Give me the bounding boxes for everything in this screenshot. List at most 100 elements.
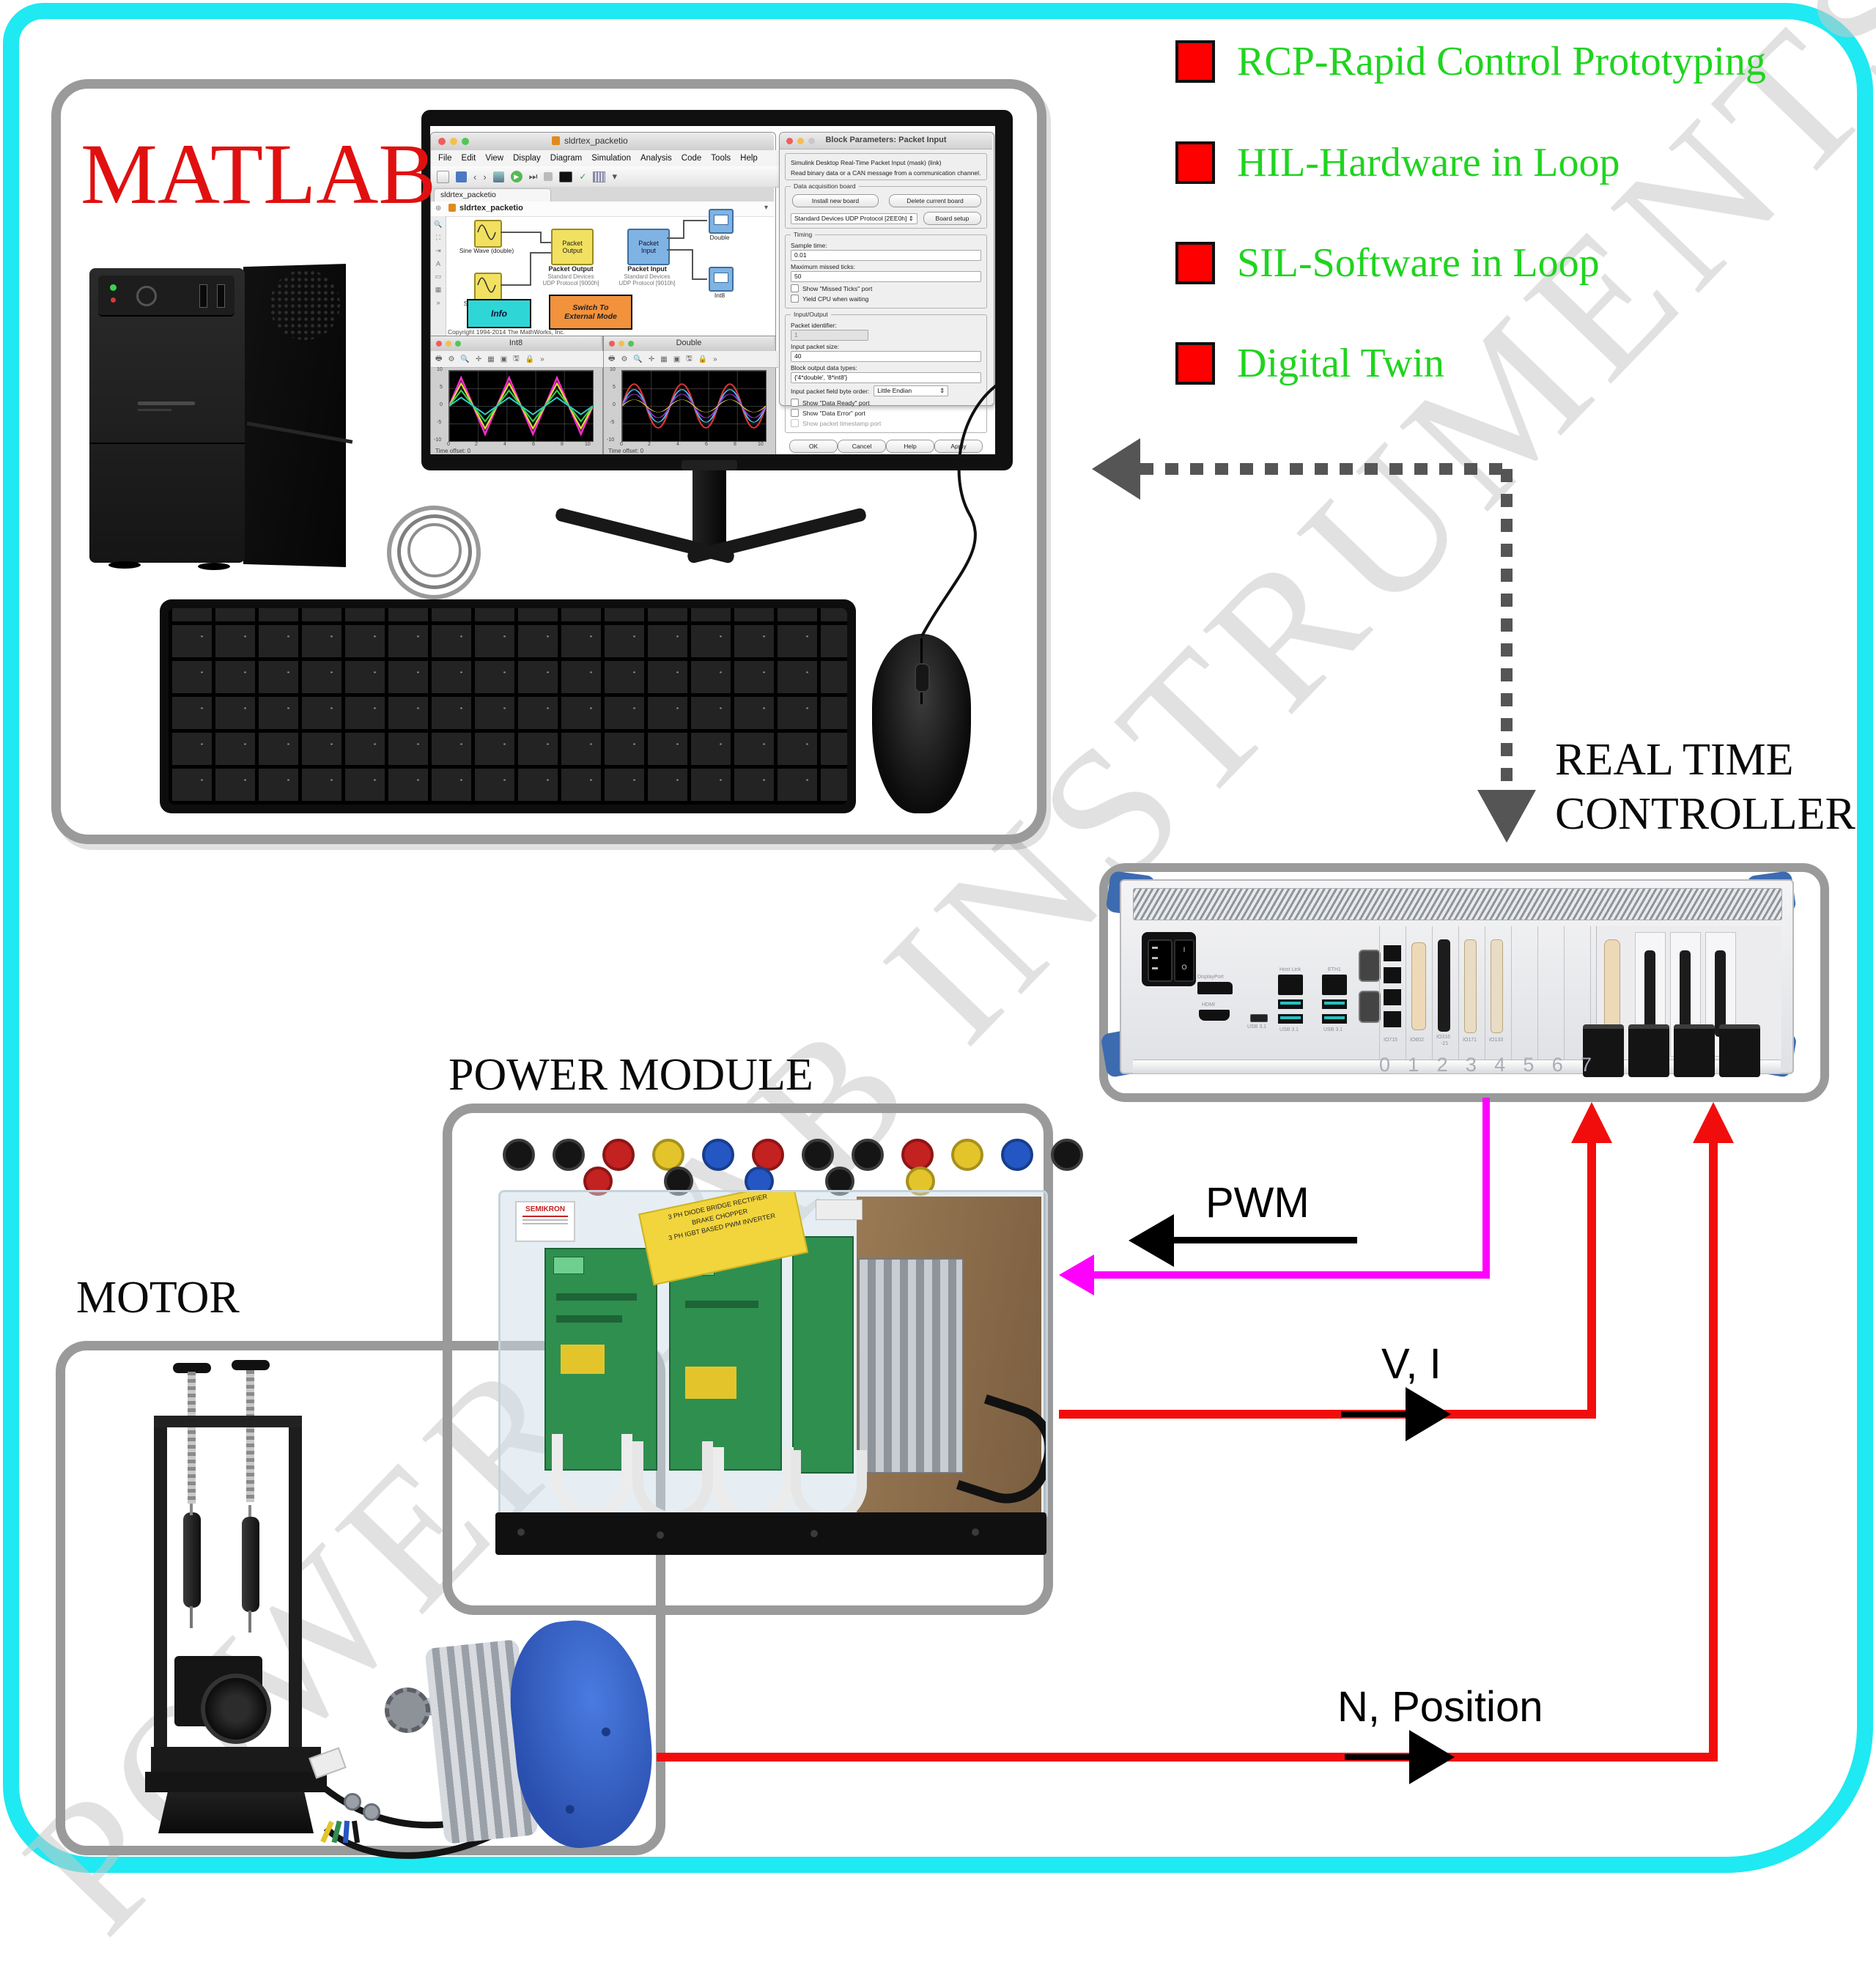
zoom-icon[interactable]: 🔍 (460, 355, 470, 363)
close-icon[interactable] (436, 341, 442, 347)
chevron-down-icon[interactable]: ▾ (764, 204, 768, 212)
camera-icon[interactable]: ▦ (435, 286, 442, 293)
ok-button[interactable]: OK (789, 440, 838, 453)
more-icon[interactable]: » (713, 355, 717, 363)
delete-board-button[interactable]: Delete current board (889, 194, 981, 207)
zoom-icon[interactable]: 🔍 (633, 355, 643, 363)
menu-view[interactable]: View (485, 154, 504, 163)
menu-edit[interactable]: Edit (461, 154, 476, 163)
save-icon[interactable]: 🖫 (686, 354, 693, 363)
block-int8-display[interactable] (709, 267, 734, 292)
byte-order-select[interactable]: Little Endian⇕ (874, 385, 949, 396)
data-ready-checkbox[interactable]: Show "Data Ready" port (791, 399, 981, 407)
packet-size-input[interactable]: 40 (791, 351, 981, 362)
cancel-button[interactable]: Cancel (838, 440, 886, 453)
forward-icon[interactable]: › (483, 171, 487, 182)
stop-icon[interactable] (544, 172, 553, 181)
zoom-icon[interactable] (628, 341, 634, 347)
axes-icon[interactable]: ▦ (487, 355, 495, 363)
minimize-icon[interactable] (450, 138, 457, 145)
help-button[interactable]: Help (886, 440, 934, 453)
sample-time-input[interactable]: 0.01 (791, 250, 981, 261)
cursor-icon[interactable]: ✛ (648, 355, 655, 363)
checkbox-icon[interactable] (791, 295, 799, 303)
zoom-icon[interactable] (808, 138, 815, 144)
library-browser-icon[interactable] (492, 171, 504, 182)
build-icon[interactable] (593, 171, 606, 182)
signal-route-icon[interactable]: ⇥ (435, 247, 441, 254)
style-icon[interactable]: ▣ (500, 355, 508, 363)
keyboard[interactable] (160, 599, 856, 813)
run-icon[interactable]: ▶ (510, 171, 522, 182)
new-model-icon[interactable] (437, 170, 449, 183)
style-icon[interactable]: ▣ (673, 355, 681, 363)
area-icon[interactable]: ▭ (435, 273, 442, 280)
editor-titlebar[interactable]: sldrtex_packetio (431, 133, 774, 151)
minimize-icon[interactable] (618, 341, 624, 347)
more-icon[interactable]: » (540, 355, 544, 363)
show-missed-ticks-checkbox[interactable]: Show "Missed Ticks" port (791, 284, 981, 292)
menu-display[interactable]: Display (513, 154, 541, 163)
step-forward-icon[interactable]: ⏭ (528, 171, 538, 182)
scope-titlebar[interactable]: Int8 (431, 336, 601, 352)
save-icon[interactable]: 🖫 (513, 354, 520, 363)
zoom-tool-icon[interactable]: 🔍 (434, 221, 443, 228)
minimize-icon[interactable] (446, 341, 451, 347)
print-icon[interactable]: 🖶 (435, 354, 443, 363)
menu-tools[interactable]: Tools (711, 154, 731, 163)
tab-sldrtex-packetio[interactable]: sldrtex_packetio (434, 188, 551, 203)
mouse-scroll-wheel[interactable] (915, 663, 930, 692)
menu-simulation[interactable]: Simulation (591, 154, 631, 163)
missed-ticks-input[interactable]: 50 (791, 271, 981, 282)
menu-code[interactable]: Code (681, 154, 702, 163)
lock-icon[interactable]: 🔒 (698, 355, 708, 363)
annotation-icon[interactable]: A (435, 260, 440, 267)
scope-icon[interactable] (559, 171, 573, 182)
install-board-button[interactable]: Install new board (792, 194, 879, 207)
update-diagram-icon[interactable]: ✓ (579, 171, 587, 182)
board-select[interactable]: Standard Devices UDP Protocol [2EE0h]⇕ (791, 212, 917, 224)
dropdown-chevron-icon[interactable]: ▾ (612, 171, 617, 182)
close-icon[interactable] (438, 138, 446, 145)
menu-diagram[interactable]: Diagram (550, 154, 583, 163)
checkbox-icon[interactable] (791, 399, 799, 407)
print-icon[interactable]: 🖶 (608, 354, 616, 363)
data-error-checkbox[interactable]: Show "Data Error" port (791, 409, 981, 417)
back-icon[interactable]: ‹ (473, 171, 477, 182)
close-icon[interactable] (609, 341, 615, 347)
block-double-display[interactable] (709, 209, 734, 234)
yield-cpu-checkbox[interactable]: Yield CPU when waiting (791, 295, 981, 303)
cursor-icon[interactable]: ✛ (475, 355, 482, 363)
block-sine-wave-double[interactable] (474, 220, 502, 248)
block-info[interactable]: Info (467, 299, 531, 328)
menu-help[interactable]: Help (740, 154, 758, 163)
more-icon[interactable]: » (436, 299, 440, 306)
zoom-icon[interactable] (462, 138, 469, 145)
scope-titlebar[interactable]: Double (604, 336, 774, 352)
checkbox-icon[interactable] (791, 409, 799, 417)
close-icon[interactable] (786, 138, 793, 144)
block-sine-wave-int8[interactable] (474, 273, 502, 300)
board-setup-button[interactable]: Board setup (923, 212, 981, 225)
save-icon[interactable] (456, 171, 467, 182)
power-button[interactable] (136, 286, 157, 306)
fit-view-icon[interactable]: ⛶ (435, 234, 441, 241)
menu-file[interactable]: File (438, 154, 452, 163)
menu-analysis[interactable]: Analysis (640, 154, 672, 163)
breadcrumb-home-icon[interactable]: ⊛ (435, 204, 442, 212)
breadcrumb-label[interactable]: sldrtex_packetio (459, 204, 523, 212)
lock-icon[interactable]: 🔒 (525, 355, 535, 363)
dialog-titlebar[interactable]: Block Parameters: Packet Input (780, 133, 992, 149)
mouse[interactable] (872, 634, 971, 813)
apply-button[interactable]: Apply (934, 440, 983, 453)
options-icon[interactable]: ⚙ (621, 355, 628, 363)
options-icon[interactable]: ⚙ (448, 355, 455, 363)
checkbox-icon[interactable] (791, 284, 799, 292)
minimize-icon[interactable] (797, 138, 804, 144)
zoom-icon[interactable] (455, 341, 461, 347)
axes-icon[interactable]: ▦ (660, 355, 668, 363)
